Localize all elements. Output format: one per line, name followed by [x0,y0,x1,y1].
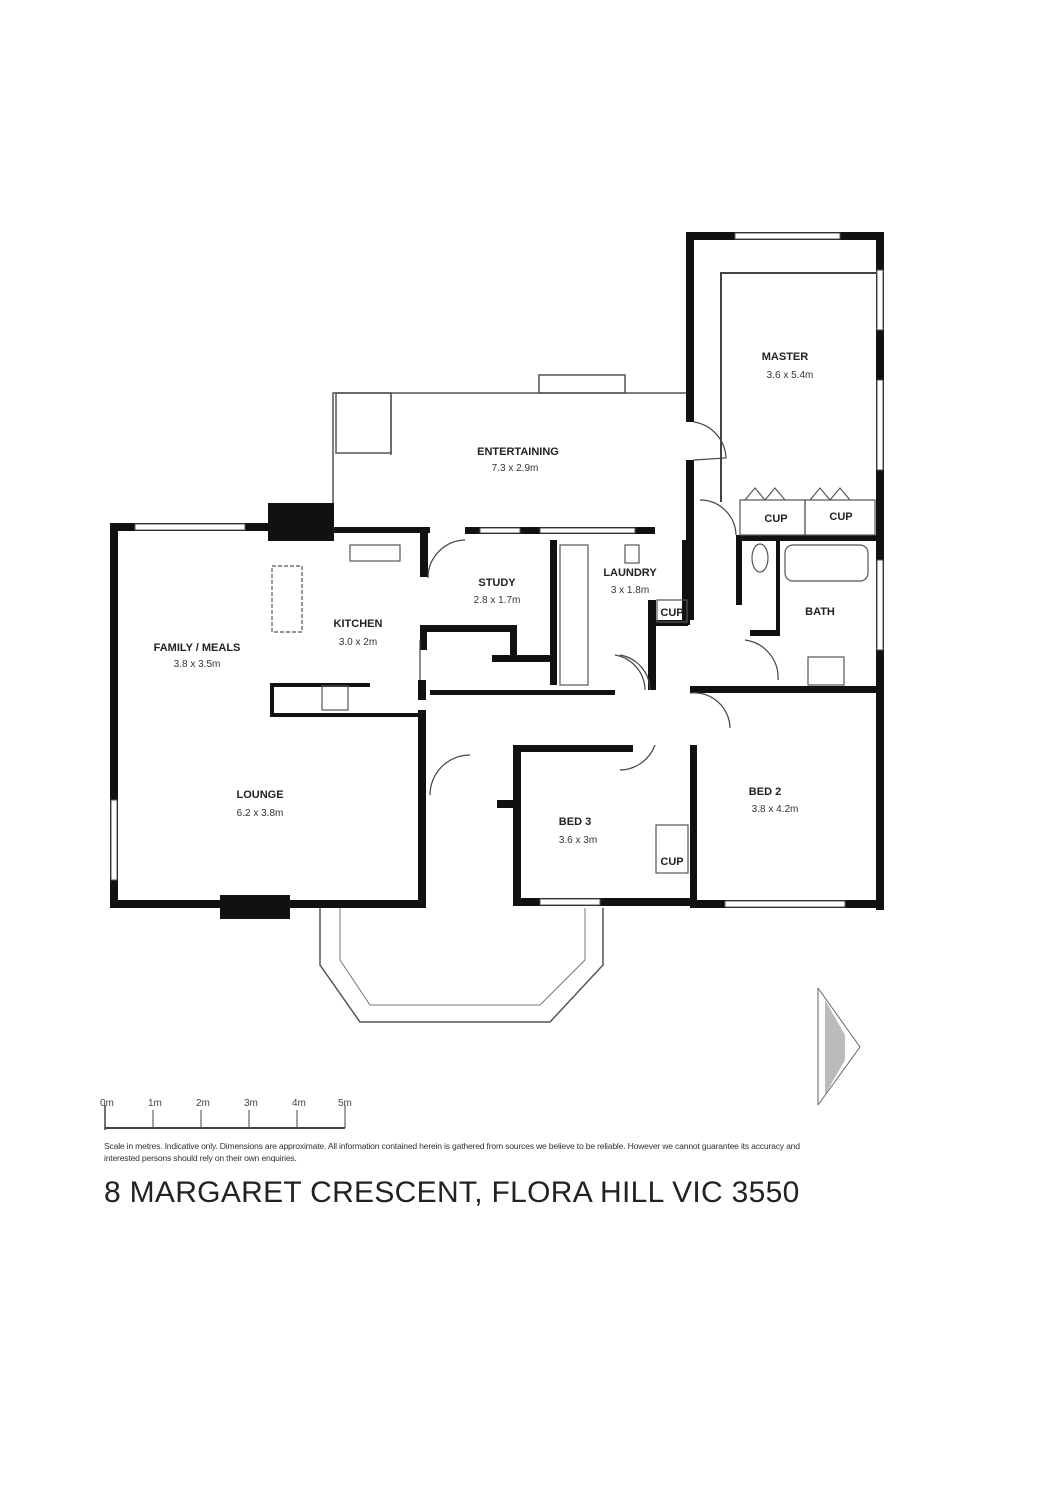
cupboard-label: CUP [829,511,852,523]
svg-text:1m: 1m [148,1098,162,1109]
bathtub-icon [784,544,869,582]
svg-text:0m: 0m [100,1098,114,1109]
room-bed3: BED 3 [559,816,591,828]
north-arrow-icon [817,987,861,1106]
toilet-icon [751,543,769,573]
svg-text:6.2 x 3.8m: 6.2 x 3.8m [237,808,284,819]
cupboard-label: CUP [660,607,683,619]
svg-text:3.8 x 3.5m: 3.8 x 3.5m [174,659,221,670]
kitchen-sink-icon [349,544,401,562]
svg-text:7.3 x 2.9m: 7.3 x 2.9m [492,463,539,474]
room-laundry: LAUNDRY [603,567,657,579]
disclaimer-text: Scale in metres. Indicative only. Dimens… [104,1141,800,1163]
svg-text:2m: 2m [196,1098,210,1109]
svg-text:3.6 x 5.4m: 3.6 x 5.4m [767,370,814,381]
windows [110,232,884,908]
laundry-trough-icon [624,544,640,564]
cupboard-label: CUP [764,513,787,525]
porch [319,908,604,1023]
room-bath: BATH [805,606,835,618]
walls [110,232,884,919]
cooktop-icon [321,685,349,711]
svg-text:3 x 1.8m: 3 x 1.8m [611,585,649,596]
shower-icon [807,656,845,686]
room-family-meals: FAMILY / MEALS [154,642,241,654]
room-kitchen: KITCHEN [334,618,383,630]
room-lounge: LOUNGE [236,789,283,801]
scale-bar: 0m 1m 2m 3m 4m 5m [100,1098,352,1130]
svg-text:2.8 x 1.7m: 2.8 x 1.7m [474,595,521,606]
svg-text:5m: 5m [338,1098,352,1109]
room-entertaining: ENTERTAINING [477,446,559,458]
room-study: STUDY [478,577,516,589]
svg-text:3.6 x 3m: 3.6 x 3m [559,835,597,846]
entertaining-area [332,374,686,530]
svg-text:3m: 3m [244,1098,258,1109]
cupboard-label: CUP [660,856,683,868]
svg-text:3.8 x 4.2m: 3.8 x 4.2m [752,804,799,815]
svg-text:3.0 x 2m: 3.0 x 2m [339,637,377,648]
door-swings [419,421,779,796]
property-address: 8 MARGARET CRESCENT, FLORA HILL VIC 3550 [104,1176,800,1209]
fixtures [271,487,876,874]
room-master: MASTER [762,351,809,363]
room-bed2: BED 2 [749,786,781,798]
room-labels: MASTER 3.6 x 5.4m ENTERTAINING 7.3 x 2.9… [154,351,853,868]
svg-text:4m: 4m [292,1098,306,1109]
